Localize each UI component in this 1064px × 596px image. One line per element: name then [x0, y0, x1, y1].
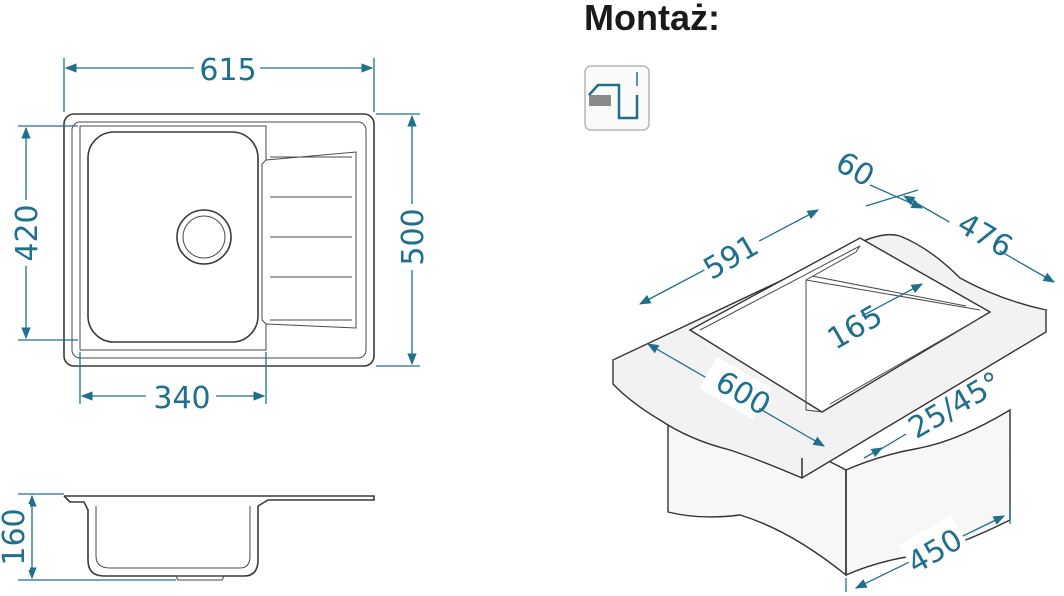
- dimension-bowl-depth: 420: [10, 125, 78, 341]
- svg-text:340: 340: [153, 381, 210, 416]
- dimension-depth: 500: [376, 113, 431, 367]
- svg-text:60: 60: [829, 145, 880, 194]
- sink-top-view: [63, 113, 375, 367]
- mounting-heading: Montaż:: [584, 0, 720, 38]
- dimension-height: 160: [0, 493, 176, 581]
- svg-text:615: 615: [199, 53, 256, 88]
- svg-text:420: 420: [10, 204, 45, 261]
- dimension-width: 615: [63, 53, 375, 112]
- svg-text:500: 500: [396, 208, 431, 265]
- dimension-bowl-width: 340: [79, 352, 267, 416]
- flush-mount-icon: [584, 65, 650, 131]
- svg-text:160: 160: [0, 508, 32, 565]
- drain-hole: [176, 209, 232, 265]
- sink-side-view: [63, 495, 375, 581]
